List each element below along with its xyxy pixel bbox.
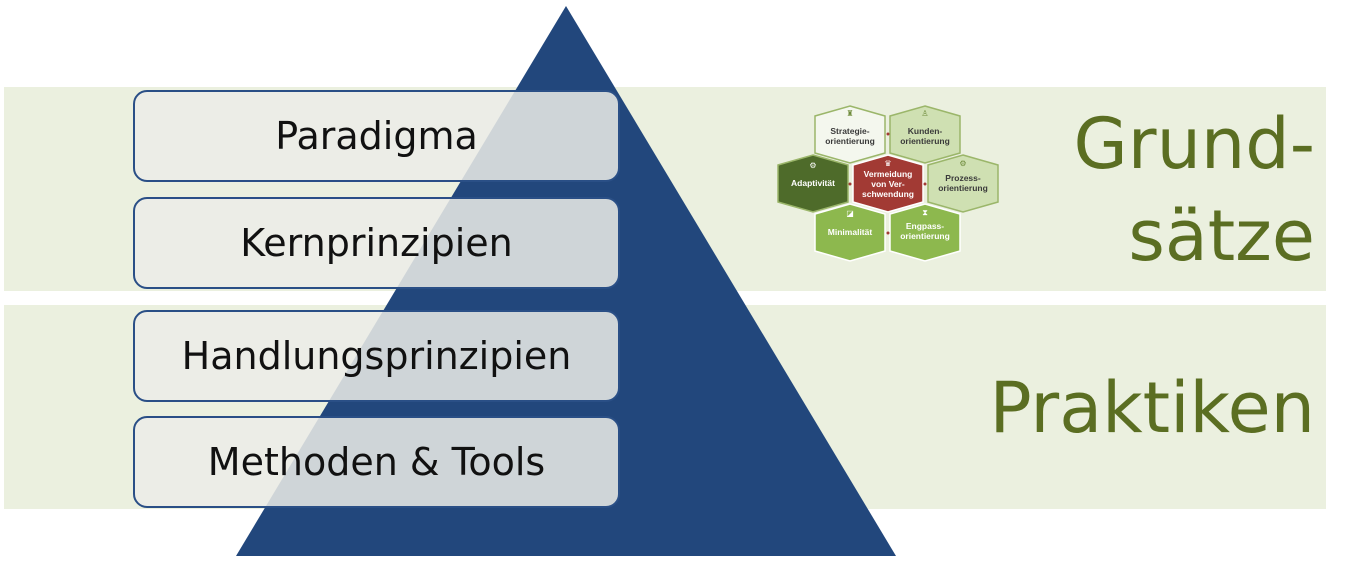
principles-title-line2: sätze	[1128, 195, 1315, 277]
layer-core-principles-label: Kernprinzipien	[240, 221, 513, 265]
hex-waste-line2: von Ver-	[871, 179, 905, 189]
hex-waste-line1: Vermeidung	[864, 169, 913, 179]
strategy-icon: ♜	[846, 109, 853, 118]
waste-icon: ♛	[884, 159, 891, 168]
hex-strategy-cell	[814, 105, 886, 164]
adaptivity-icon: ⚙	[809, 161, 816, 170]
hex-customer-line2: orientierung	[900, 136, 950, 146]
principles-title: Grund- sätze	[1074, 98, 1315, 282]
hex-minimality-line1: Minimalität	[828, 227, 873, 237]
hex-customer-cell	[889, 105, 961, 164]
hexagon-graphic: ♜ Strategie- orientierung ♙ Kunden- orie…	[777, 105, 999, 262]
hex-bottleneck-cell	[889, 203, 961, 262]
connector-dot	[923, 182, 927, 186]
hex-process: ⚙ Prozess- orientierung	[927, 154, 999, 213]
customer-icon: ♙	[921, 109, 928, 118]
hex-bottleneck-line1: Engpass-	[906, 221, 944, 231]
layer-paradigm: Paradigma	[133, 90, 620, 182]
process-icon: ⚙	[959, 159, 966, 168]
layer-paradigm-label: Paradigma	[275, 114, 478, 158]
hex-customer-line1: Kunden-	[908, 126, 943, 136]
hex-adaptivity: ⚙ Adaptivität	[777, 154, 849, 213]
layer-core-principles: Kernprinzipien	[133, 197, 620, 289]
hex-process-line1: Prozess-	[945, 173, 981, 183]
minimality-icon: ◪	[846, 209, 854, 218]
principles-title-line1: Grund-	[1073, 103, 1315, 185]
hex-strategy-line1: Strategie-	[830, 126, 869, 136]
layer-methods-tools-label: Methoden & Tools	[207, 440, 546, 484]
bottleneck-icon: ⧗	[922, 208, 928, 217]
hex-minimality: ◪ Minimalität	[814, 203, 886, 262]
hex-waste-line3: schwendung	[862, 189, 914, 199]
hex-adaptivity-line1: Adaptivität	[791, 178, 835, 188]
hex-process-line2: orientierung	[938, 183, 988, 193]
hex-strategy: ♜ Strategie- orientierung	[814, 105, 886, 164]
layer-methods-tools: Methoden & Tools	[133, 416, 620, 508]
connector-dot	[886, 132, 890, 136]
layer-action-principles: Handlungsprinzipien	[133, 310, 620, 402]
hex-adaptivity-cell	[777, 154, 849, 213]
practices-title: Praktiken	[989, 362, 1315, 454]
layer-action-principles-label: Handlungsprinzipien	[181, 334, 572, 378]
hex-bottleneck-line2: orientierung	[900, 231, 950, 241]
hex-minimality-cell	[814, 203, 886, 262]
hex-customer: ♙ Kunden- orientierung	[889, 105, 961, 164]
hex-bottleneck: ⧗ Engpass- orientierung	[889, 203, 961, 262]
hex-waste-cell	[852, 154, 924, 213]
connector-dot	[886, 231, 890, 235]
connector-dot	[848, 182, 852, 186]
hex-strategy-line2: orientierung	[825, 136, 875, 146]
hex-waste: ♛ Vermeidung von Ver- schwendung	[852, 154, 924, 213]
hex-process-cell	[927, 154, 999, 213]
practices-title-label: Praktiken	[989, 367, 1315, 449]
